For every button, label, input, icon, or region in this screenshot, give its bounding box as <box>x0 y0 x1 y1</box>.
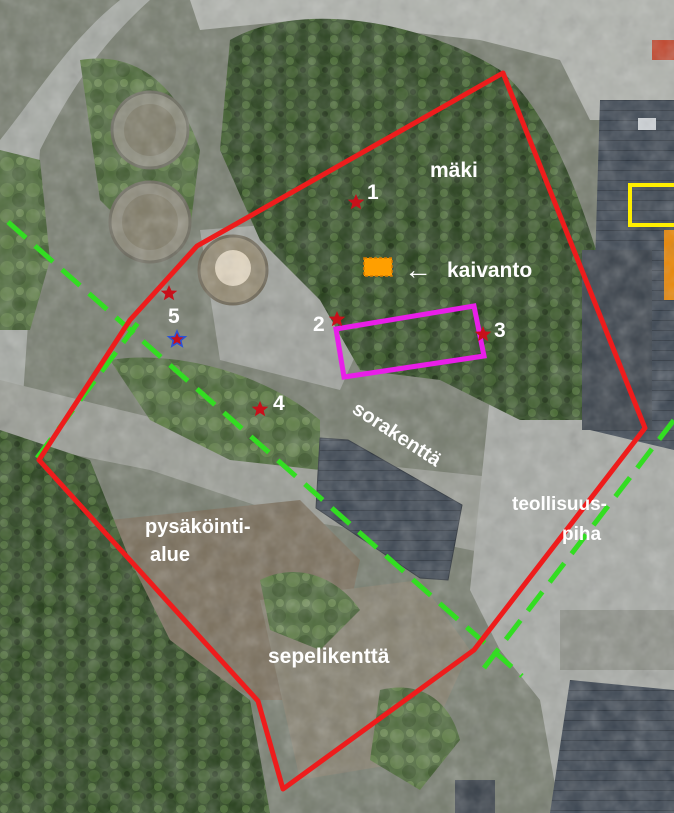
star-point-1 <box>347 194 365 210</box>
label-teollisuuspiha-line1: teollisuus- <box>512 494 607 515</box>
kaivanto-arrow: ← <box>404 254 432 285</box>
star-point-5b <box>166 329 188 348</box>
survey-points <box>160 194 492 417</box>
study-area-boundary <box>36 70 648 792</box>
magenta-area-rectangle <box>333 303 487 380</box>
point-label-5: 5 <box>168 305 180 328</box>
point-label-4: 4 <box>273 392 285 415</box>
label-pysakointi-line1: pysäköinti- <box>145 516 251 538</box>
label-maki: mäki <box>430 159 478 182</box>
label-pysakointi-line2: alue <box>150 544 190 566</box>
point-label-2: 2 <box>313 313 325 336</box>
label-sepelikentta: sepelikenttä <box>268 645 390 668</box>
star-point-2 <box>328 311 346 327</box>
star-point-3 <box>474 326 492 342</box>
label-teollisuuspiha-line2: piha <box>562 524 601 545</box>
dashed-boundary-line <box>6 220 674 678</box>
star-point-4 <box>251 401 269 417</box>
point-label-3: 3 <box>494 319 506 342</box>
kaivanto-marker <box>363 257 393 277</box>
star-point-5a <box>160 285 178 301</box>
yellow-area-frame <box>628 183 674 227</box>
point-label-1: 1 <box>367 181 379 204</box>
label-kaivanto: kaivanto <box>447 259 532 282</box>
